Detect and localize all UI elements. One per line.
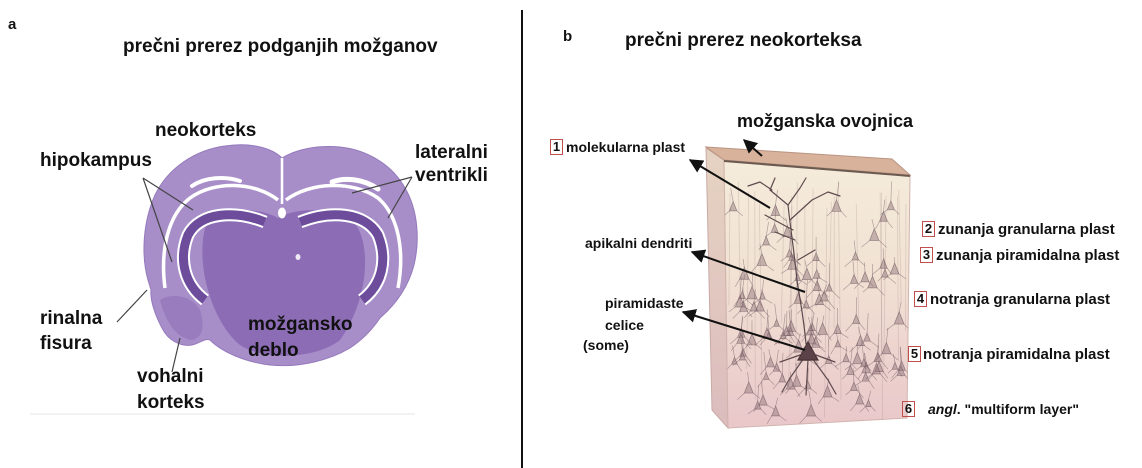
label-line: celice bbox=[605, 314, 684, 336]
label-line: možgansko bbox=[248, 312, 353, 338]
layer-number-box: 1 bbox=[550, 139, 563, 155]
label-hipokampus: hipokampus bbox=[40, 151, 152, 170]
label-line: vohalni bbox=[137, 364, 205, 390]
third-ventricle bbox=[278, 208, 286, 219]
label-vohalni-korteks: vohalni korteks bbox=[137, 364, 205, 416]
panel-a-title: prečni prerez podganjih možganov bbox=[123, 37, 438, 56]
layer-name: zunanja granularna plast bbox=[938, 222, 1115, 237]
label-some: (some) bbox=[583, 338, 629, 352]
layer-number-box: 5 bbox=[908, 346, 921, 362]
layer-label-3: 3 zunanja piramidalna plast bbox=[920, 247, 1119, 263]
panel-b-title: prečni prerez neokorteksa bbox=[625, 31, 862, 50]
layer-name: notranja piramidalna plast bbox=[923, 347, 1110, 362]
label-line: rinalna bbox=[40, 306, 102, 331]
label-rinalna-fisura: rinalna fisura bbox=[40, 306, 102, 356]
leader-rinalna-fisura bbox=[117, 290, 147, 322]
panel-b-letter: b bbox=[563, 29, 572, 44]
layer-name-italic: angl bbox=[928, 402, 957, 416]
label-line: piramidaste bbox=[605, 292, 684, 314]
layer-label-5: 5 notranja piramidalna plast bbox=[908, 346, 1110, 362]
label-line: lateralni bbox=[415, 141, 488, 164]
label-apikalni-dendriti: apikalni dendriti bbox=[585, 236, 692, 250]
layer-name: . "multiform layer" bbox=[957, 402, 1079, 416]
label-line: fisura bbox=[40, 331, 102, 356]
label-piramidaste-celice: piramidaste celice bbox=[605, 292, 684, 336]
panel-a-letter: a bbox=[8, 17, 16, 32]
layer-name: molekularna plast bbox=[566, 140, 685, 154]
label-mozgansko-deblo: možgansko deblo bbox=[248, 312, 353, 364]
layer-label-4: 4 notranja granularna plast bbox=[914, 291, 1110, 307]
label-neokorteks: neokorteks bbox=[155, 121, 256, 140]
label-line: korteks bbox=[137, 390, 205, 416]
layer-number-box: 4 bbox=[914, 291, 927, 307]
label-mozganska-ovojnica: možganska ovojnica bbox=[737, 112, 913, 130]
label-line: deblo bbox=[248, 338, 353, 364]
layer-label-6: 6 angl . "multiform layer" bbox=[902, 401, 1079, 417]
label-lateralni-ventrikli: lateralni ventrikli bbox=[415, 141, 488, 187]
label-line: ventrikli bbox=[415, 164, 488, 187]
layer-number-box: 6 bbox=[902, 401, 915, 417]
layer-label-1: 1 molekularna plast bbox=[550, 139, 685, 155]
layer-number-box: 2 bbox=[922, 221, 935, 237]
layer-name: notranja granularna plast bbox=[930, 292, 1110, 307]
small-ventricle bbox=[296, 254, 301, 260]
layer-number-box: 3 bbox=[920, 247, 933, 263]
layer-name: zunanja piramidalna plast bbox=[936, 248, 1119, 263]
layer-label-2: 2 zunanja granularna plast bbox=[922, 221, 1115, 237]
